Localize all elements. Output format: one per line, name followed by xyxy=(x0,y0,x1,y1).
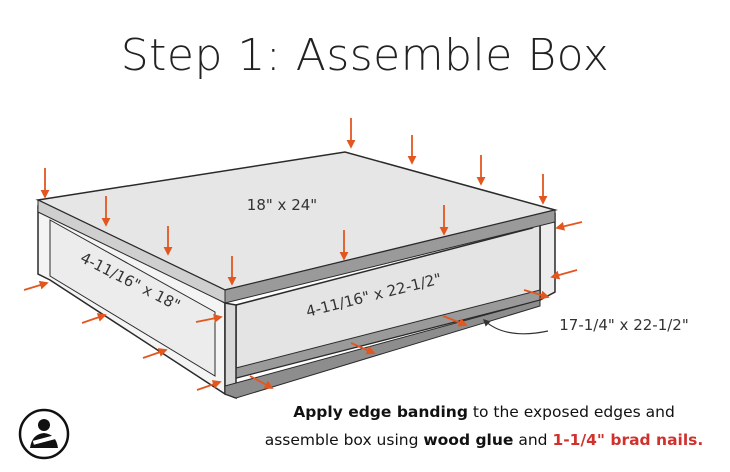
right-side-panel xyxy=(539,212,556,302)
bottom-label-leader xyxy=(482,319,549,335)
nail-arrow xyxy=(550,269,578,280)
nail-arrow xyxy=(523,289,550,300)
nail-arrow xyxy=(442,315,468,327)
bottom-panel-label: 17-1/4" x 22-1/2" xyxy=(559,316,689,334)
left-side-inner xyxy=(49,219,216,377)
nail-arrow xyxy=(23,280,49,291)
caption-bold-edge-banding: Apply edge banding xyxy=(293,403,468,421)
nail-arrows xyxy=(23,118,583,391)
top-edge-band-left xyxy=(37,199,226,304)
caption-bold-wood-glue: wood glue xyxy=(423,431,514,449)
nail-arrow xyxy=(81,313,107,324)
craftsman-logo-icon xyxy=(18,408,70,460)
nail-arrow xyxy=(195,313,223,323)
caption-line1-rest: to the exposed edges and xyxy=(467,403,675,421)
caption-red-brad-nails: 1-1/4" brad nails. xyxy=(552,431,704,449)
nail-arrow xyxy=(249,375,274,389)
top-panel-label: 18" x 24" xyxy=(247,196,317,214)
nail-arrow xyxy=(142,348,168,359)
nail-arrow xyxy=(196,380,222,391)
caption-line2-start: assemble box using xyxy=(264,431,424,449)
instruction-caption: Apply edge banding to the exposed edges … xyxy=(258,398,710,454)
page-title: Step 1: Assemble Box xyxy=(120,30,610,81)
caption-line2-mid: and xyxy=(513,431,553,449)
nail-arrow xyxy=(555,221,583,231)
nail-arrow xyxy=(350,342,376,355)
